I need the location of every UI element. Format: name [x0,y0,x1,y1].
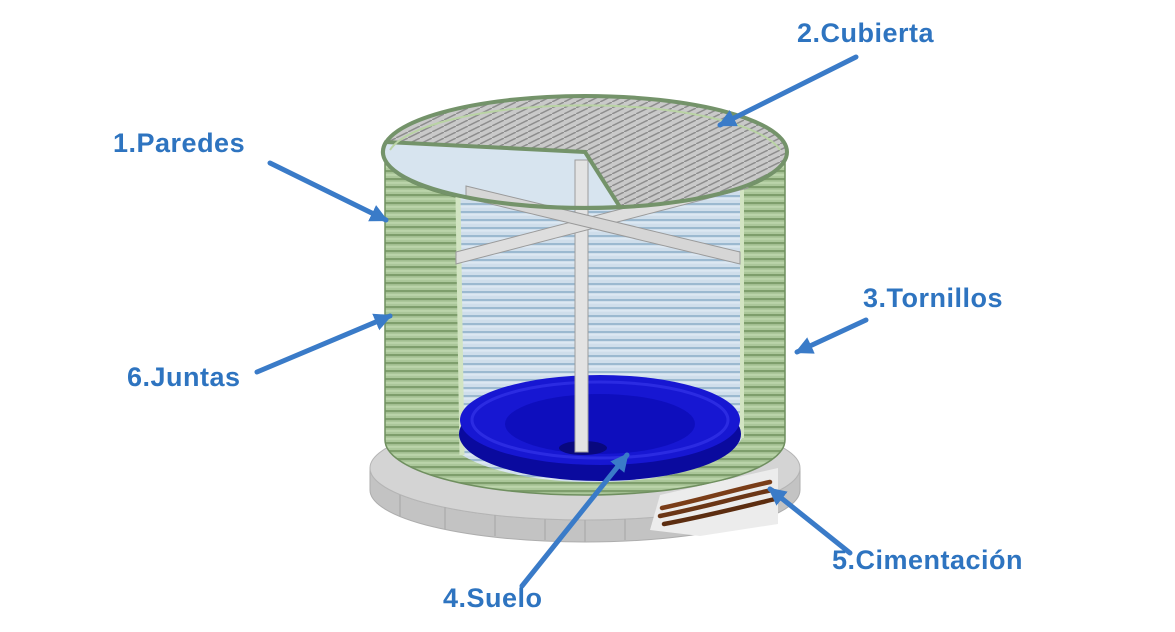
label-juntas: 6.Juntas [127,362,241,392]
arrow-cimentacion [767,486,853,556]
label-tornillos: 3.Tornillos [863,283,1004,313]
arrow-suelo [519,452,630,589]
callout-arrows [254,54,869,589]
label-paredes: 1.Paredes [113,128,246,158]
label-cimentacion: 5.Cimentación [832,545,1024,575]
roof-deck [380,94,790,210]
label-suelo: 4.Suelo [443,583,543,613]
pipe-1 [659,479,773,511]
tank-pipes [650,468,778,536]
foundation-facets [399,495,626,542]
floor-rim-highlight [470,380,730,460]
tank-roof [380,94,790,210]
arrow-cubierta [717,54,859,128]
tank-column [574,159,589,453]
pipe-2 [657,487,775,519]
floor-inner-shade [505,394,695,454]
pipe-3 [661,496,778,527]
label-cubierta: 2.Cubierta [797,18,935,48]
arrow-paredes [267,160,389,223]
tank-floor [459,375,741,481]
arrow-tornillos [794,317,869,355]
arrow-juntas [254,313,393,375]
roof-rim-highlight [389,104,781,151]
cut-edge-left [455,195,465,456]
